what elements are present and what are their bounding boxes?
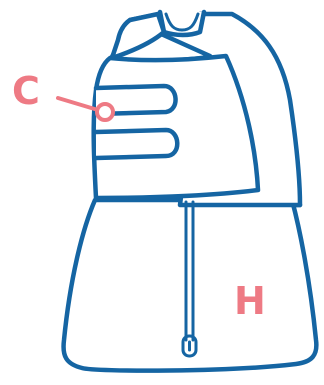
swaddle-sack-icon — [61, 9, 319, 373]
label-c: C — [12, 69, 40, 113]
sack-lower-body — [61, 197, 319, 373]
zipper-icon — [181, 200, 198, 358]
label-h: H — [234, 279, 266, 323]
leader-line-c — [56, 96, 100, 112]
sack-left-shoulder — [109, 11, 167, 61]
arm-slot-lower — [93, 127, 180, 161]
collar-seam-left — [164, 12, 184, 32]
zipper-pull — [181, 334, 198, 358]
collar-seam-right — [180, 12, 200, 32]
marker-c: C — [12, 69, 115, 122]
sack-wrap-wing — [91, 53, 261, 201]
arm-slot-upper — [93, 83, 178, 117]
marker-dot-c — [95, 102, 115, 122]
